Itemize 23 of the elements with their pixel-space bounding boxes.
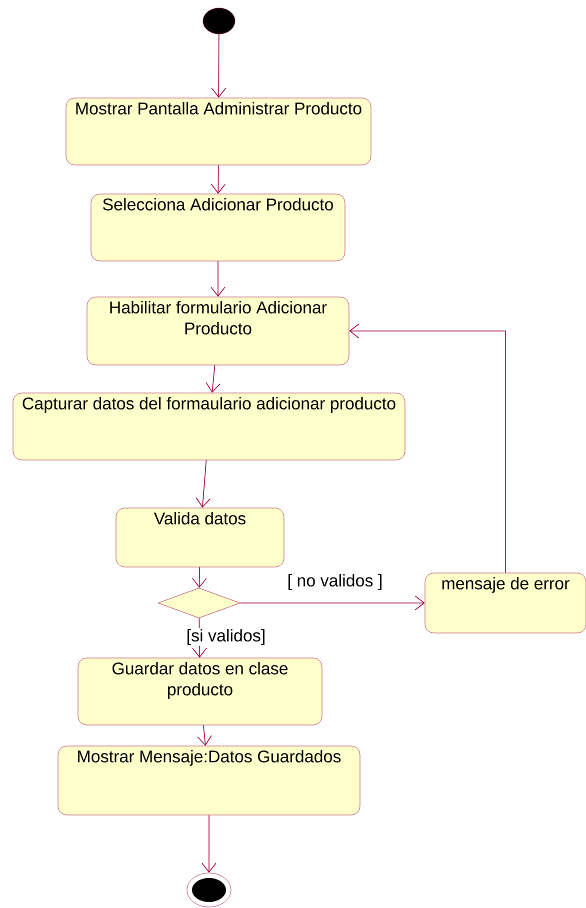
arrow [197,724,212,746]
decision-diamond [158,588,240,618]
activity-box: Mostrar Mensaje:Datos Guardados [58,746,360,816]
arrow [192,566,207,588]
arrow [196,460,211,508]
arrow [349,324,506,574]
arrow [210,164,226,194]
activity-box: Capturar datos del formaulario adicionar producto [12,392,406,460]
edge-label: [si validos] [185,628,267,646]
start-dot [202,8,236,34]
activity-box: Habilitar formulario Adicionar Producto [86,296,350,366]
arrow [206,364,220,393]
arrow [210,260,226,297]
edge-label: [ no validos ] [286,573,384,591]
arrow [211,34,226,98]
activity-box: mensaje de error [424,572,586,634]
arrow [202,814,216,873]
activity-box: Guardar datos en clase producto [78,658,322,726]
activity-box: Valida datos [116,508,284,568]
arrow [240,596,425,610]
activity-box: Mostrar Pantalla Administrar Producto [66,98,372,166]
activity-box: Selecciona Adicionar Producto [90,194,346,262]
end-dot [186,872,232,908]
